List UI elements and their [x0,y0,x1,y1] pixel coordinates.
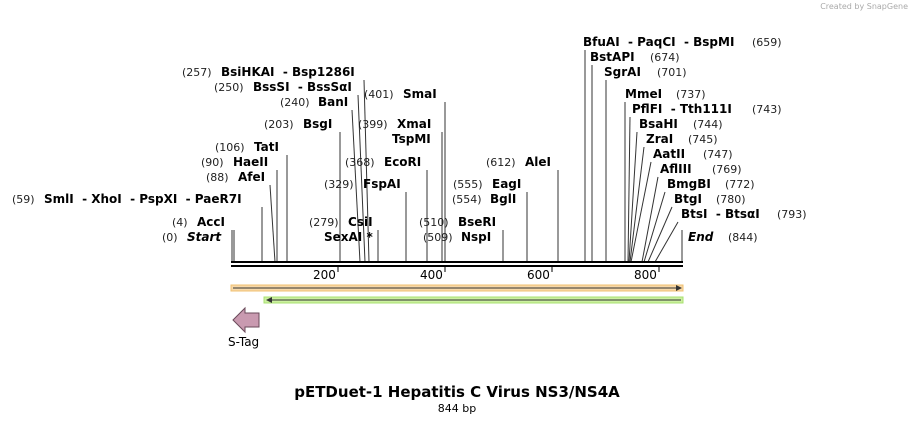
enzyme-position: (745) [688,133,718,146]
s-tag-arrow-icon [232,306,260,334]
enzyme-position: (510) [419,216,449,229]
enzyme-name: ZraI [646,132,673,146]
enzyme-position: (772) [725,178,755,191]
enzyme-position: (0) [162,231,178,244]
enzyme-position: (90) [201,156,224,169]
enzyme-name: EagI [492,177,521,191]
tick-label: 800 [634,268,657,282]
enzyme-name: NspI [461,230,491,244]
cut-line [627,116,631,263]
enzyme-name: FspAI [363,177,401,191]
enzyme-name: BsiHKAI - Bsp1286I [221,65,355,79]
cut-line [630,161,652,263]
dna-backbone [231,265,683,267]
enzyme-name: EcoRI [384,155,421,169]
enzyme-name: BssSI - BssSαI [253,80,352,94]
enzyme-name: HaeII [233,155,268,169]
s-tag-label: S-Tag [228,335,260,349]
enzyme-name: BmgBI [667,177,711,191]
enzyme-position: (744) [693,118,723,131]
start-label: Start [187,230,222,244]
enzyme-position: (250) [214,81,244,94]
enzyme-position: (329) [324,178,354,191]
enzyme-position: (59) [12,193,35,206]
enzyme-name: AfeI [238,170,265,184]
enzyme-position: (612) [486,156,516,169]
tick-label: 400 [420,268,443,282]
map-title: pETDuet-1 Hepatitis C Virus NS3/NS4A [294,383,620,401]
enzyme-position: (554) [452,193,482,206]
arrow-left-icon [266,297,272,303]
enzyme-name: PflFI - Tth111I [632,102,732,116]
enzyme-position: (368) [345,156,375,169]
cut-line [647,206,673,263]
enzyme-position: (659) [752,36,782,49]
enzyme-position: (106) [215,141,245,154]
enzyme-name: BsgI [303,117,332,131]
enzyme-name: BsaHI [639,117,678,131]
tick-label: 600 [527,268,550,282]
enzyme-position: (240) [280,96,310,109]
enzyme-name: MmeI [625,87,662,101]
enzyme-name: BstAPI [590,50,635,64]
enzyme-name: BfuAI - PaqCI - BspMI [583,35,734,49]
enzyme-name: SgrAI [604,65,641,79]
enzyme-position: (88) [206,171,229,184]
enzyme-name: BtgI [674,192,702,206]
snapgene-credit: Created by SnapGene [820,2,908,11]
enzyme-name: BseRI [458,215,496,229]
enzyme-name: BanI [318,95,348,109]
enzyme-position: (737) [676,88,706,101]
enzyme-name: SexAI * [324,230,373,244]
cut-line [363,79,370,263]
cut-line [641,176,659,263]
enzyme-position: (203) [264,118,294,131]
enzyme-position: (555) [453,178,483,191]
cut-line [351,109,361,263]
cut-line [628,131,638,263]
enzyme-position: (279) [309,216,339,229]
enzyme-position: (769) [712,163,742,176]
enzyme-position: (780) [716,193,746,206]
enzyme-name: AflIII [660,162,692,176]
enzyme-position: (793) [777,208,807,221]
enzyme-position: (399) [358,118,388,131]
end-label: End [688,230,714,244]
cut-line [357,94,366,263]
enzyme-name: AleI [525,155,551,169]
enzyme-name: BtsI - BtsαI [681,207,760,221]
enzyme-name: SmaI [403,87,437,101]
cut-line [629,146,645,263]
enzyme-name: XmaI [397,117,431,131]
enzyme-position: (747) [703,148,733,161]
cut-line [269,184,276,263]
enzyme-position: (844) [728,231,758,244]
enzyme-position: (257) [182,66,212,79]
enzyme-position: (674) [650,51,680,64]
map-length: 844 bp [437,402,477,415]
enzyme-position: (401) [364,88,394,101]
tick-label: 200 [313,268,336,282]
enzyme-name: SmlI - XhoI - PspXI - PaeR7I [44,192,242,206]
enzyme-position: (743) [752,103,782,116]
enzyme-position: (509) [423,231,453,244]
enzyme-name: TspMI [392,132,431,146]
dna-backbone [231,261,683,263]
enzyme-name: TatI [254,140,279,154]
enzyme-name: AccI [197,215,225,229]
enzyme-name: CsiI [348,215,373,229]
cut-line [654,221,679,263]
arrow-right-icon [676,285,682,291]
cut-line [643,191,666,263]
enzyme-name: AatII [653,147,685,161]
enzyme-position: (4) [172,216,188,229]
enzyme-name: BglI [490,192,516,206]
enzyme-position: (701) [657,66,687,79]
